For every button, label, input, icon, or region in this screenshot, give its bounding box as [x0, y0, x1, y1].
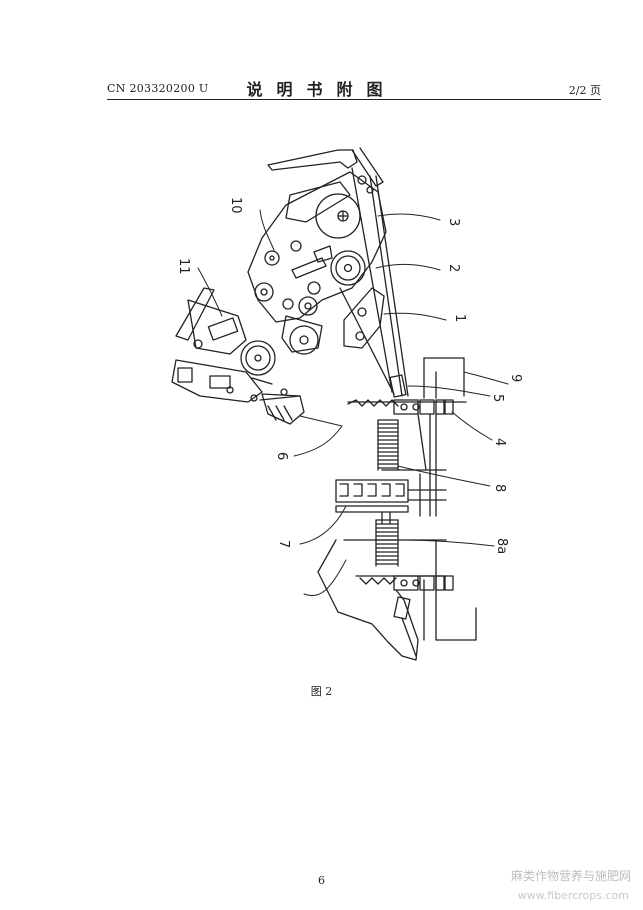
ref-label: 7 — [276, 540, 291, 548]
section-title: 说明书附图 — [246, 80, 397, 99]
ref-label: 3 — [446, 218, 461, 226]
ref-label: 6 — [274, 452, 289, 460]
ref-label: 4 — [492, 438, 507, 446]
header-rule — [107, 99, 601, 100]
ref-label: 9 — [508, 374, 523, 382]
ref-label: 2 — [446, 264, 461, 272]
left-mechanism — [171, 287, 305, 425]
ref-label: 8 — [492, 484, 507, 492]
upper-mechanism — [247, 147, 387, 355]
patent-number: CN 203320200 U — [107, 82, 209, 95]
ref-label: 5 — [490, 394, 505, 402]
ref-label: 11 — [176, 258, 191, 275]
belt-lines — [339, 167, 409, 397]
leader-lines — [197, 209, 509, 597]
watermark-url: www.fibercrops.com — [517, 889, 629, 902]
page-number: 6 — [318, 874, 325, 887]
reference-numerals: 10 3 11 2 1 9 5 4 6 8 7 8a — [176, 197, 523, 554]
ref-label: 8a — [494, 538, 509, 554]
ref-label: 1 — [452, 314, 467, 322]
ref-label: 10 — [228, 197, 243, 214]
base-frame — [317, 357, 477, 661]
figure-caption: 图 2 — [310, 685, 333, 698]
page-of-indicator: 2/2 页 — [568, 84, 601, 97]
watermark-title: 麻类作物营养与施肥网 — [510, 869, 631, 883]
